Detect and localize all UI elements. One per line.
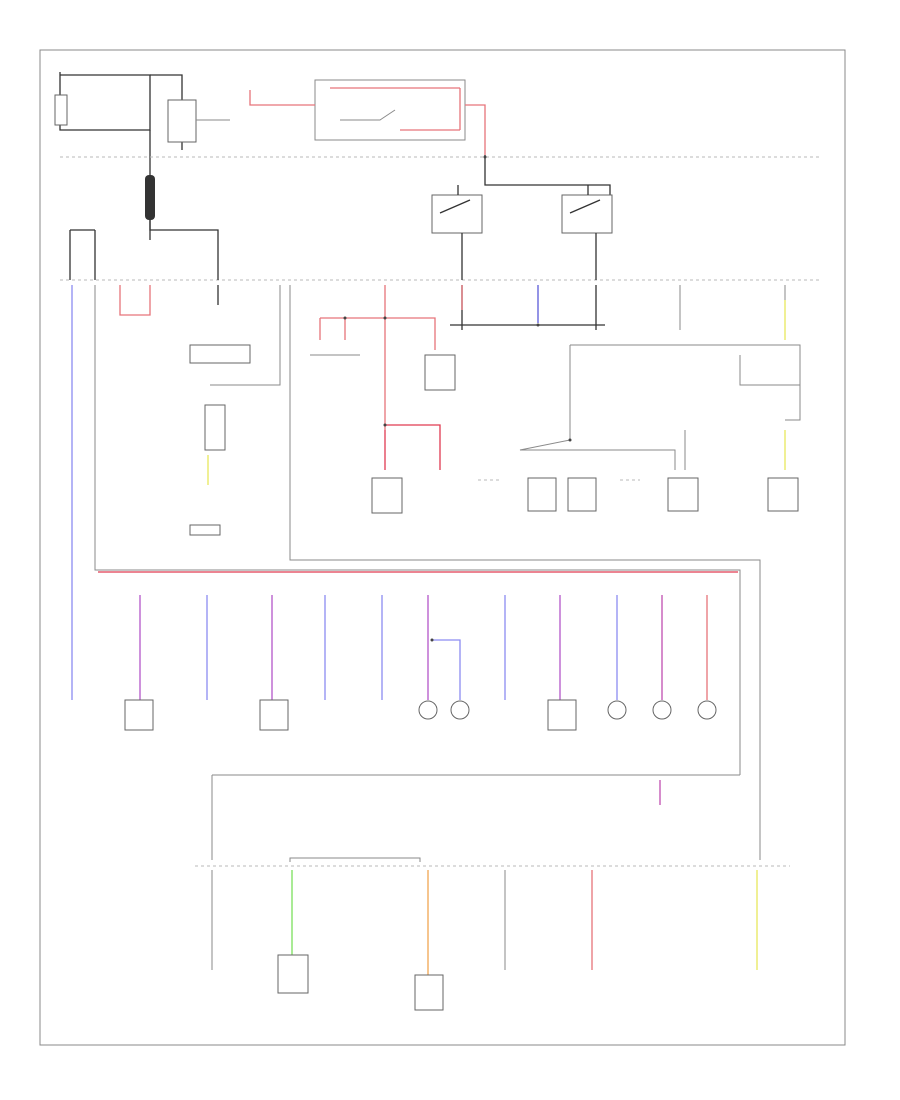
center-fuse-cluster xyxy=(310,285,605,514)
load-1 xyxy=(124,699,154,731)
right-fuse-cluster xyxy=(478,285,801,512)
headlight-relays xyxy=(431,155,613,280)
relay-b xyxy=(567,477,597,512)
battery xyxy=(54,94,68,126)
middle-load-row xyxy=(124,595,717,731)
headlight-relay-section xyxy=(249,79,486,155)
lamp-5 xyxy=(697,700,717,720)
relay-c xyxy=(667,477,699,512)
trailer-connector xyxy=(189,524,221,536)
power-mirror-switch xyxy=(204,404,226,451)
fusible-link xyxy=(145,175,155,220)
lamp-4 xyxy=(652,700,672,720)
diagram-frame xyxy=(39,49,846,1046)
relay-a xyxy=(527,477,557,512)
relay-d xyxy=(767,477,799,512)
load-3 xyxy=(547,699,577,731)
relay-box xyxy=(314,79,466,141)
left-headlight-relay xyxy=(431,194,483,234)
lamp-3 xyxy=(607,700,627,720)
daytime-running-light-module xyxy=(189,344,251,364)
lamp-1 xyxy=(418,700,438,720)
wire-red-top xyxy=(330,87,461,131)
abs-control-module xyxy=(277,954,309,994)
lamp-2 xyxy=(450,700,470,720)
junction-dots xyxy=(343,155,572,642)
load-2 xyxy=(259,699,289,731)
radio xyxy=(414,974,444,1011)
right-headlight-relay xyxy=(561,194,613,234)
bottom-load-row xyxy=(211,870,758,1011)
ignition-switch xyxy=(167,99,197,143)
horn-relay xyxy=(424,354,456,391)
engine-control-module xyxy=(371,477,403,514)
battery-section xyxy=(54,72,230,240)
